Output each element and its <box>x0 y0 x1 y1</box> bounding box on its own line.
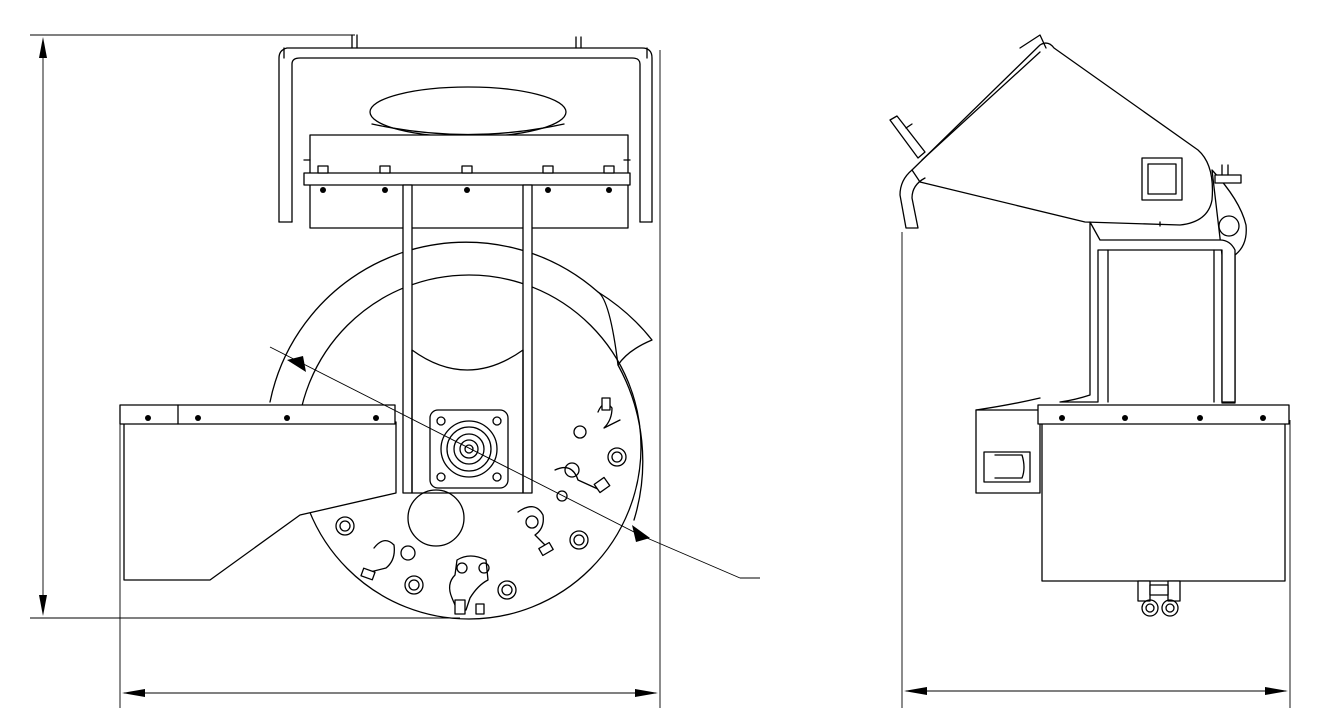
bearing-housing <box>429 409 509 489</box>
seat-bolts <box>317 165 615 193</box>
handle-lever <box>889 115 926 159</box>
drum-plate <box>335 397 627 615</box>
height-dimension <box>30 34 460 619</box>
side-box <box>119 404 397 581</box>
seat-frame <box>278 34 653 223</box>
support-legs <box>402 184 533 494</box>
side-view <box>889 34 1291 708</box>
seat-housing <box>899 34 1214 229</box>
width-dimension-side <box>901 232 1291 708</box>
rollers <box>1137 580 1181 617</box>
main-column <box>1059 221 1236 403</box>
seat-plate <box>303 134 631 229</box>
leader-lines <box>269 346 760 579</box>
seat-cushion <box>369 86 567 138</box>
width-dimension-front <box>119 50 661 708</box>
lower-box <box>975 397 1290 582</box>
front-view <box>30 34 760 708</box>
